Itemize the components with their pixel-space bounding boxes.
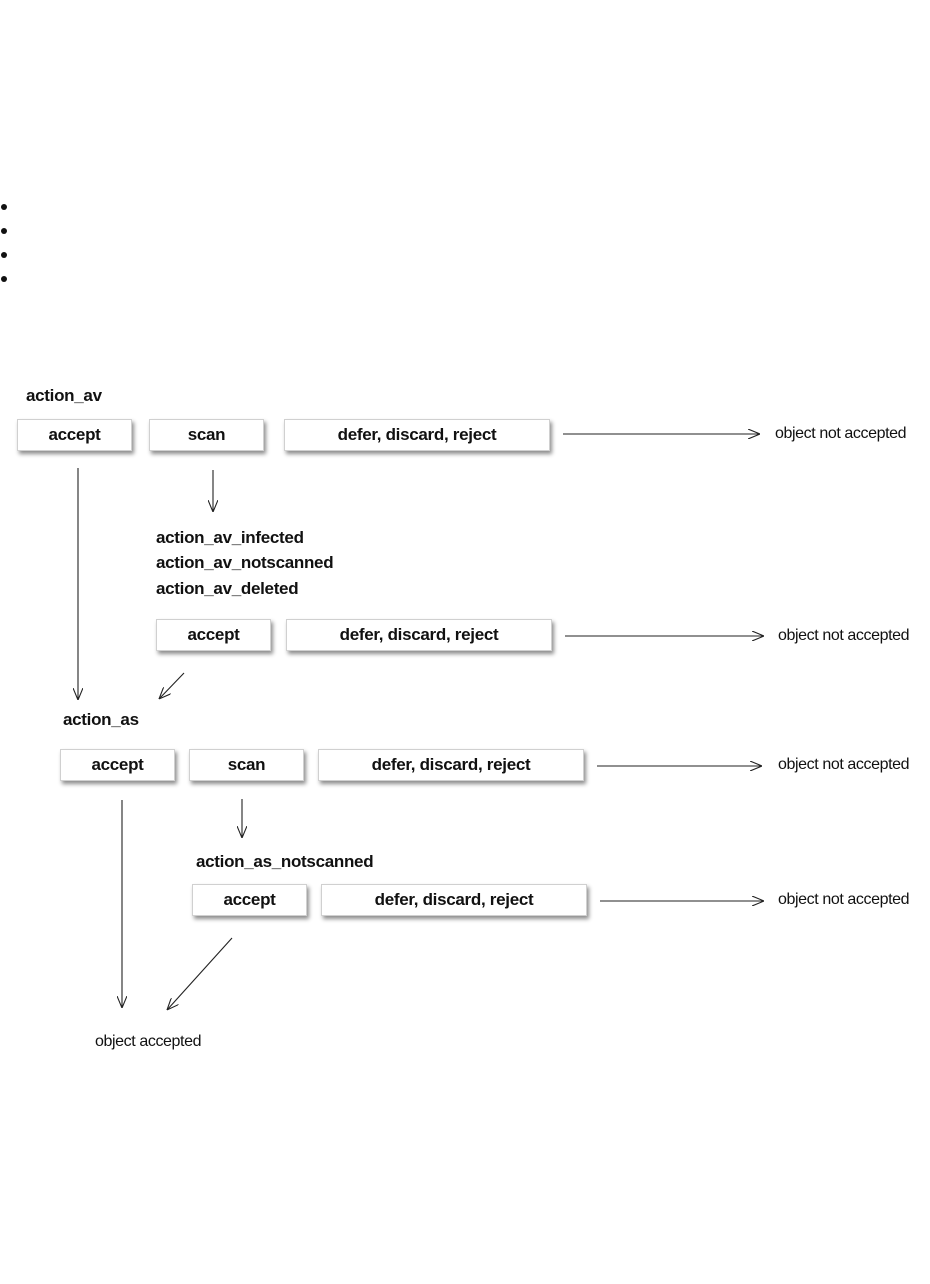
label-action-av: action_av [26,386,102,405]
as-sub-defer-box: defer, discard, reject [321,884,587,916]
av-defer-box: defer, discard, reject [284,419,550,451]
as-sub-accept-box: accept [192,884,307,916]
object-accepted-note: object accepted [95,1033,202,1050]
bullet-item [0,200,8,224]
label-action-as-notscanned: action_as_notscanned [196,852,374,871]
as-accept-box: accept [60,749,175,781]
label-action-av-infected: action_av_infected [156,528,304,547]
bullet-item [0,272,8,296]
label-action-as: action_as [63,710,139,729]
av-sub-not-accepted-note: object not accepted [778,627,910,644]
label-action-av-notscanned: action_av_notscanned [156,553,334,572]
as-not-accepted-note: object not accepted [778,756,910,773]
as-scan-box: scan [189,749,304,781]
arrow-as-sub-accept-to-accepted [167,937,233,1010]
bullet-item [0,248,8,272]
as-sub-not-accepted-note: object not accepted [778,891,910,908]
bullet-item [0,224,8,248]
arrow-av-sub-accept-to-as [159,672,185,699]
bullet-list [0,200,8,296]
label-action-av-deleted: action_av_deleted [156,579,299,598]
av-sub-defer-box: defer, discard, reject [286,619,552,651]
av-accept-box: accept [17,419,132,451]
av-sub-accept-box: accept [156,619,271,651]
av-scan-box: scan [149,419,264,451]
av-not-accepted-note: object not accepted [775,425,907,442]
as-defer-box: defer, discard, reject [318,749,584,781]
